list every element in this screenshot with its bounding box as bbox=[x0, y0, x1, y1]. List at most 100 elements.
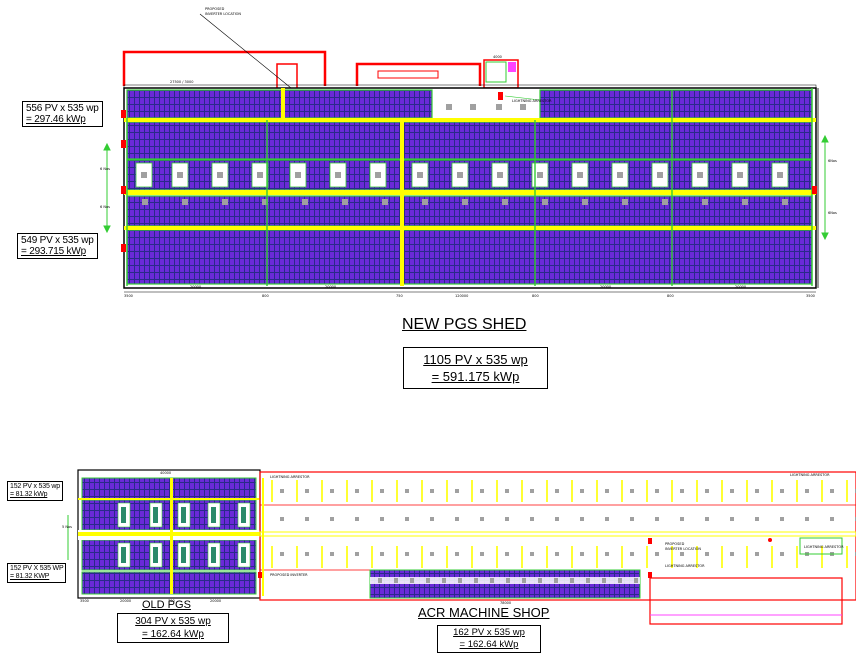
column-marker bbox=[730, 517, 734, 521]
acr-machine-shop-title: ACR MACHINE SHOP bbox=[418, 605, 550, 620]
old-pgs-top-label-line2: = 81.32 kWp bbox=[10, 491, 48, 498]
column-marker bbox=[680, 552, 684, 556]
column-marker bbox=[380, 552, 384, 556]
walkways bbox=[124, 88, 816, 286]
column-marker bbox=[394, 578, 398, 583]
column-marker bbox=[355, 517, 359, 521]
old-pgs-top-capacity-label: 152 PV x 535 wp = 81.32 kWp bbox=[7, 481, 63, 501]
acr-roof-ribs bbox=[271, 480, 848, 568]
column-marker bbox=[505, 489, 509, 493]
column-marker bbox=[605, 517, 609, 521]
column-marker bbox=[630, 489, 634, 493]
column-marker bbox=[522, 578, 526, 583]
acr-green-box bbox=[799, 537, 843, 555]
new-shed-bottom-label-line1: 549 PV x 535 wp bbox=[21, 235, 94, 246]
svg-text:INVERTER LOCATION: INVERTER LOCATION bbox=[665, 547, 701, 551]
column-marker bbox=[305, 517, 309, 521]
new-shed-top-label-line2: = 297.46 kWp bbox=[26, 114, 86, 125]
edge-markers bbox=[121, 92, 817, 252]
column-marker bbox=[680, 489, 684, 493]
column-marker bbox=[538, 578, 542, 583]
column-marker bbox=[755, 489, 759, 493]
column-marker bbox=[355, 489, 359, 493]
acr-column-markers bbox=[280, 489, 856, 556]
old-pgs-bottom-capacity-label: 152 PV X 535 WP = 81.32 KWP bbox=[7, 563, 67, 583]
column-marker bbox=[505, 552, 509, 556]
svg-text:LIGHTNING ARRESTOR: LIGHTNING ARRESTOR bbox=[512, 99, 552, 103]
svg-text:4000: 4000 bbox=[493, 55, 502, 59]
annex-inner bbox=[377, 70, 439, 79]
svg-text:700: 700 bbox=[168, 599, 175, 603]
column-marker bbox=[580, 517, 584, 521]
column-marker bbox=[380, 517, 384, 521]
column-marker bbox=[430, 489, 434, 493]
svg-text:LIGHTNING ARRESTOR: LIGHTNING ARRESTOR bbox=[790, 473, 830, 477]
column-marker bbox=[755, 517, 759, 521]
new-pgs-shed-plan: PROPOSED INVERTER LOCATION 27500 / 3000 … bbox=[100, 7, 837, 298]
column-marker bbox=[410, 578, 414, 583]
old-pgs-total-box: 304 PV x 535 wp = 162.64 kWp bbox=[117, 613, 229, 643]
annex-box bbox=[276, 63, 298, 91]
column-marker bbox=[805, 517, 809, 521]
svg-text:6 Nos: 6 Nos bbox=[100, 205, 110, 209]
svg-text:120000: 120000 bbox=[455, 294, 468, 298]
column-marker bbox=[280, 489, 284, 493]
column-marker bbox=[426, 578, 430, 583]
dimension-arrows bbox=[103, 134, 829, 241]
column-marker bbox=[330, 489, 334, 493]
column-marker bbox=[805, 489, 809, 493]
svg-text:20000: 20000 bbox=[210, 599, 221, 603]
old-pgs-total-line2: = 162.64 kWp bbox=[142, 629, 204, 640]
column-marker bbox=[630, 517, 634, 521]
old-pgs-total-line1: 304 PV x 535 wp bbox=[135, 616, 211, 627]
column-marker bbox=[630, 552, 634, 556]
svg-text:LIGHTNING ARRESTOR: LIGHTNING ARRESTOR bbox=[804, 545, 844, 549]
column-marker bbox=[330, 517, 334, 521]
svg-text:20000: 20000 bbox=[600, 285, 611, 289]
pv-array-row-5 bbox=[126, 229, 813, 285]
column-marker bbox=[655, 552, 659, 556]
new-shed-total-line1: 1105 PV x 535 wp bbox=[423, 352, 528, 367]
column-marker bbox=[605, 552, 609, 556]
column-marker bbox=[480, 489, 484, 493]
column-marker bbox=[655, 517, 659, 521]
column-marker bbox=[705, 552, 709, 556]
skylight-gaps bbox=[135, 162, 789, 188]
column-marker bbox=[442, 578, 446, 583]
svg-text:3500: 3500 bbox=[80, 599, 89, 603]
old-pgs-top-label-line1: 152 PV x 535 wp bbox=[10, 483, 60, 490]
pv-array-middle-band bbox=[126, 159, 813, 191]
column-marker bbox=[455, 517, 459, 521]
column-marker bbox=[570, 578, 574, 583]
new-shed-total-line2: = 591.175 kWp bbox=[431, 369, 520, 384]
svg-text:20000: 20000 bbox=[325, 285, 336, 289]
column-marker bbox=[455, 489, 459, 493]
new-pgs-shed-title: NEW PGS SHED bbox=[402, 316, 527, 333]
svg-text:27500 / 3000: 27500 / 3000 bbox=[170, 80, 193, 84]
pv-array-row-4 bbox=[126, 195, 813, 227]
column-marker bbox=[780, 489, 784, 493]
svg-text:750: 750 bbox=[396, 294, 403, 298]
svg-text:LIGHTNING ARRESTOR: LIGHTNING ARRESTOR bbox=[665, 564, 705, 568]
svg-text:800: 800 bbox=[262, 294, 269, 298]
new-shed-bottom-capacity-label: 549 PV x 535 wp = 293.715 kWp bbox=[17, 233, 98, 259]
column-marker bbox=[490, 578, 494, 583]
column-marker bbox=[555, 552, 559, 556]
column-marker bbox=[655, 489, 659, 493]
svg-text:20000: 20000 bbox=[190, 285, 201, 289]
column-marker bbox=[605, 489, 609, 493]
column-marker bbox=[380, 489, 384, 493]
svg-text:PROPOSED INVERTER: PROPOSED INVERTER bbox=[270, 573, 308, 577]
column-marker bbox=[730, 552, 734, 556]
column-marker bbox=[530, 489, 534, 493]
column-marker bbox=[705, 517, 709, 521]
old-pgs-bottom-label-line2: = 81.32 KWP bbox=[10, 573, 50, 580]
column-marker bbox=[530, 517, 534, 521]
svg-text:PROPOSED: PROPOSED bbox=[665, 542, 685, 546]
annex-boundary-left bbox=[122, 50, 327, 86]
column-marker bbox=[602, 578, 606, 583]
column-marker bbox=[355, 552, 359, 556]
column-marker bbox=[530, 552, 534, 556]
new-shed-top-capacity-label: 556 PV x 535 wp = 297.46 kWp bbox=[22, 101, 103, 127]
svg-text:20000: 20000 bbox=[735, 285, 746, 289]
